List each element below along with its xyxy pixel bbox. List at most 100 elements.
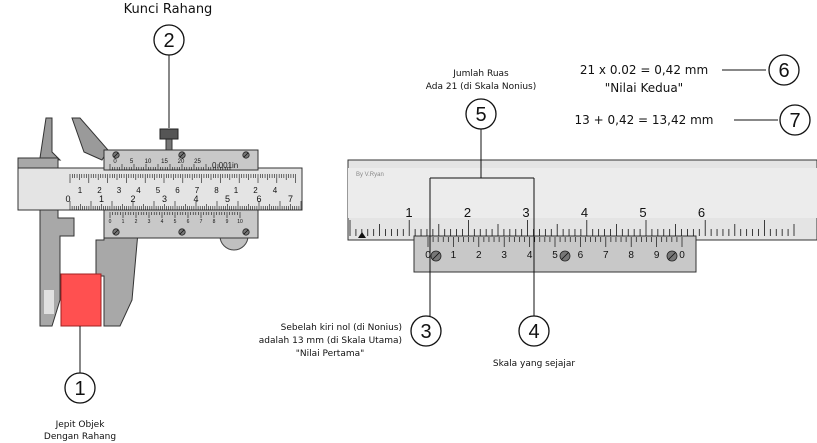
clamped-object [60, 273, 102, 327]
lower-vernier-label: 2 [135, 219, 138, 225]
label-1-line-2: Dengan Rahang [44, 432, 116, 442]
callout-number-7: 7 [789, 110, 800, 132]
callout-number-2: 2 [163, 30, 174, 52]
lock-screw-stem [165, 137, 173, 151]
callout-number-1: 1 [74, 378, 85, 400]
inch-tick-label: 1 [234, 186, 239, 195]
zoom-main-label: 4 [581, 205, 588, 220]
zoom-main-label: 1 [405, 205, 412, 220]
label-5-line-2: Ada 21 (di Skala Nonius) [426, 82, 537, 92]
vernier-screw-slot [243, 229, 249, 235]
inch-tick-label: 5 [156, 186, 161, 195]
upper-jaw-sliding [71, 117, 109, 161]
main-scale-label: 4 [193, 194, 198, 204]
inch-tick-label: 2 [97, 186, 102, 195]
vernier-screw-slot [179, 152, 185, 158]
zoom-main-label: 6 [698, 205, 705, 220]
vernier-unit-label: 0.001in [212, 161, 238, 170]
callout-number-4: 4 [528, 321, 539, 343]
vernier-screw-slot [243, 152, 249, 158]
label-3-line-3: "Nilai Pertama" [296, 349, 365, 359]
main-scale-label: 5 [225, 194, 230, 204]
main-scale-label: 0 [65, 194, 70, 204]
inch-tick-label: 1 [78, 186, 83, 195]
main-scale-label: 1 [99, 194, 104, 204]
label-3-line-1: Sebelah kiri nol (di Nonius) [281, 323, 402, 333]
zoom-vernier-label: 1 [451, 250, 457, 261]
label-6-line-1: 21 x 0.02 = 0,42 mm [580, 63, 708, 77]
callout-circle-4 [518, 315, 550, 347]
lower-vernier-label: 9 [226, 219, 229, 225]
lower-vernier-label: 5 [174, 219, 177, 225]
label-7-line-1: 13 + 0,42 = 13,42 mm [575, 113, 714, 127]
callout-circle-3 [410, 315, 442, 347]
inch-tick-label: 6 [175, 186, 180, 195]
callout-number-6: 6 [778, 60, 789, 82]
main-scale-label: 7 [288, 194, 293, 204]
callout-circle-5 [465, 98, 497, 130]
upper-vernier-label: 5 [130, 159, 134, 165]
zoom-main-label: 3 [522, 205, 529, 220]
upper-vernier-label: 20 [178, 159, 185, 165]
zoom-plate-screw-slot [432, 252, 440, 260]
main-scale-label: 2 [130, 194, 135, 204]
label-6-line-2: "Nilai Kedua" [605, 81, 683, 95]
inch-tick-label: 8 [214, 186, 219, 195]
zoom-vernier-label: 3 [501, 250, 507, 261]
lower-vernier-label: 3 [148, 219, 151, 225]
vernier-screw-slot [113, 229, 119, 235]
labels: Kunci Rahang Jepit Objek Dengan Rahang J… [44, 2, 714, 442]
callout-circle-2 [153, 24, 185, 56]
callout-numbers: 2 1 5 3 4 6 7 [74, 30, 800, 400]
zoom-plate-screw-slot [668, 252, 676, 260]
lock-screw-head[interactable] [159, 128, 179, 140]
zoom-main-label: 5 [639, 205, 646, 220]
callout-number-5: 5 [475, 104, 486, 126]
zoom-vernier-label: 8 [628, 250, 634, 261]
inch-tick-label: 4 [136, 186, 141, 195]
callout-circle-1 [64, 372, 96, 404]
main-scale-label: 6 [256, 194, 261, 204]
label-5-line-1: Jumlah Ruas [452, 69, 509, 79]
main-scale-label: 3 [162, 194, 167, 204]
zoom-vernier-label: 4 [527, 250, 533, 261]
zoom-vernier-label: 2 [476, 250, 482, 261]
lower-vernier-label: 0 [109, 219, 112, 225]
upper-vernier-label: 10 [145, 159, 152, 165]
zoom-vernier-label: 0 [425, 250, 431, 261]
inch-tick-label: 2 [253, 186, 258, 195]
upper-jaw-fixed [39, 117, 62, 161]
jaw-highlight [44, 290, 54, 314]
zoom-vernier-label: 7 [603, 250, 609, 261]
vernier-screws [112, 151, 250, 236]
vernier-screw-slot [179, 229, 185, 235]
lower-vernier-label: 4 [161, 219, 164, 225]
lower-vernier-label: 6 [187, 219, 190, 225]
zoom-vernier-label: 9 [654, 250, 660, 261]
inch-tick-label: 7 [195, 186, 200, 195]
callout-lines [79, 54, 778, 374]
lower-vernier-label: 8 [213, 219, 216, 225]
zero-marker [358, 232, 366, 238]
zoom-vernier-label: 6 [578, 250, 584, 261]
watermark: By V.Ryan [356, 172, 384, 178]
callout-circles [64, 24, 811, 404]
label-3-line-2: adalah 13 mm (di Skala Utama) [259, 336, 402, 346]
caliper-beam [17, 167, 303, 211]
lower-vernier-label: 7 [200, 219, 203, 225]
zoom-vernier-label: 5 [552, 250, 558, 261]
inch-tick-label: 4 [273, 186, 278, 195]
upper-vernier-label: 25 [194, 159, 201, 165]
zoom-main-label: 2 [464, 205, 471, 220]
label-1-line-1: Jepit Objek [55, 420, 106, 430]
zoom-beam-inner [348, 168, 817, 218]
lower-vernier-label: 1 [122, 219, 125, 225]
callout-number-3: 3 [420, 321, 431, 343]
callout-circle-6 [768, 54, 800, 86]
title-lock: Kunci Rahang [124, 2, 213, 17]
